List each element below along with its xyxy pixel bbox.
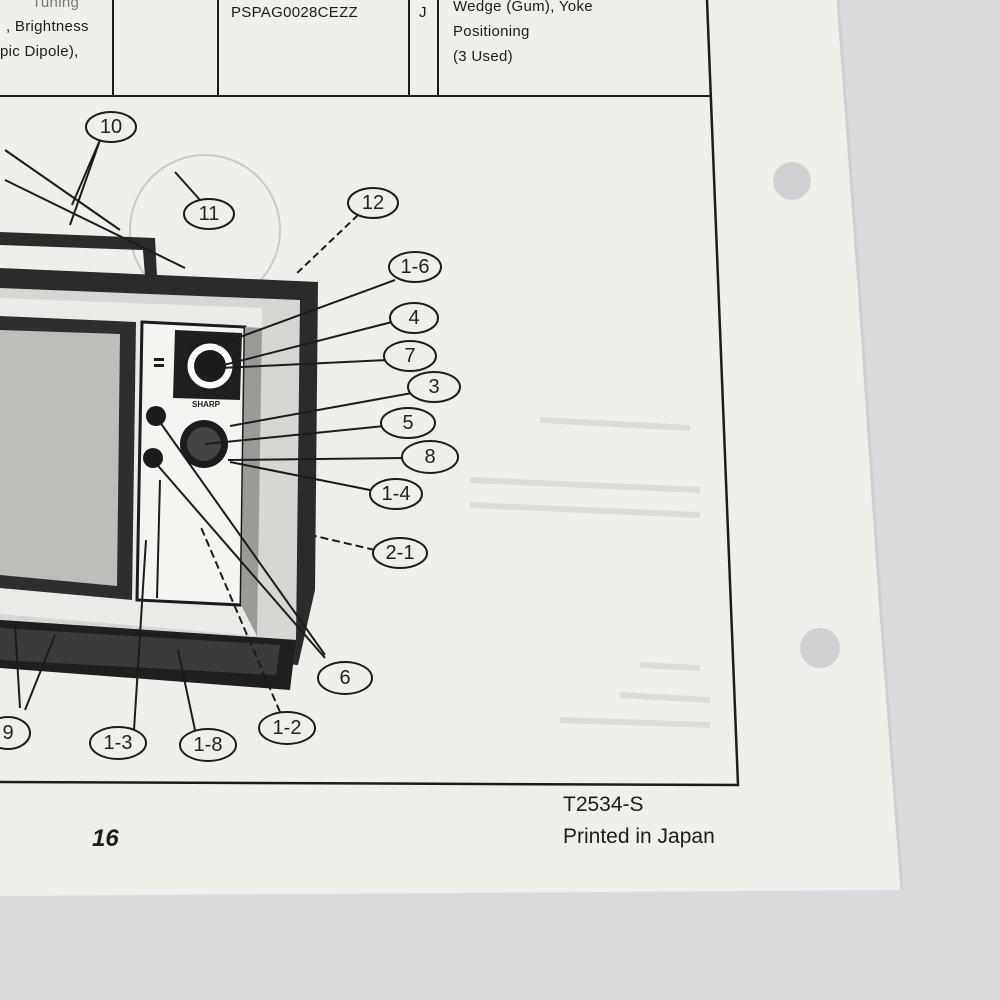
part-number: PSPAG0028CEZZ	[231, 4, 359, 21]
tv-brand-label: SHARP	[192, 400, 221, 409]
callout-2-1: 2-1	[385, 542, 415, 564]
page-number: 16	[92, 825, 119, 852]
binder-hole-top	[773, 162, 811, 200]
part-description-2: Positioning	[453, 23, 530, 40]
tv-illustration	[0, 268, 318, 690]
table-fragment-1: Tuning	[32, 0, 80, 11]
part-description-1: Wedge (Gum), Yoke	[453, 0, 593, 15]
callout-1-3: 1-3	[103, 732, 133, 754]
callout-3: 3	[428, 376, 440, 398]
table-fragment-2: , Brightness	[6, 18, 89, 35]
callout-1-8: 1-8	[193, 734, 223, 756]
callout-12: 12	[361, 192, 385, 214]
part-description-3: (3 Used)	[453, 48, 513, 65]
callout-6: 6	[339, 667, 351, 689]
callout-11: 11	[198, 203, 220, 225]
callout-4: 4	[408, 307, 420, 329]
callout-7: 7	[404, 345, 416, 367]
printed-in-label: Printed in Japan	[563, 825, 715, 848]
callout-9: 9	[2, 722, 14, 744]
callout-10: 10	[99, 116, 123, 138]
callout-8: 8	[424, 446, 436, 468]
part-code: J	[419, 4, 427, 21]
callout-5: 5	[402, 412, 414, 434]
callout-1-4: 1-4	[381, 483, 411, 505]
table-fragment-3: pic Dipole),	[0, 43, 79, 60]
callout-1-2: 1-2	[272, 717, 302, 739]
callout-1-6: 1-6	[400, 256, 430, 278]
binder-hole-bottom	[800, 628, 840, 668]
model-number: T2534-S	[563, 793, 644, 816]
